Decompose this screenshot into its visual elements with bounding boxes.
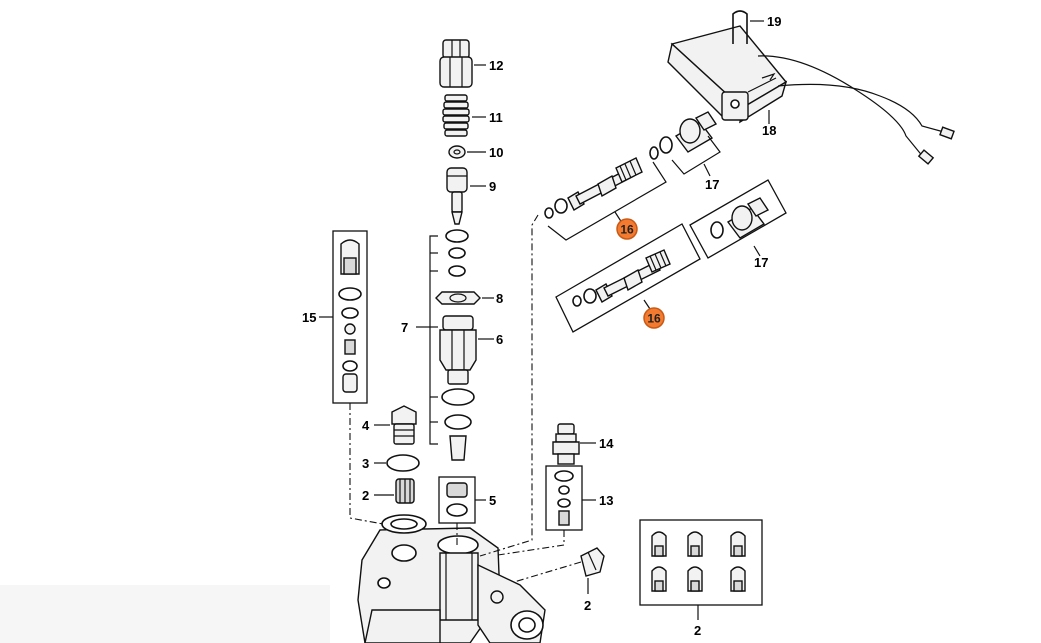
label-15: 15 xyxy=(302,310,316,325)
highlight-circle-lower[interactable] xyxy=(643,307,665,329)
label-11: 11 xyxy=(489,110,503,125)
part-2-valve-set xyxy=(651,531,746,592)
part-4-plug xyxy=(391,405,417,445)
part-16-piston-lower xyxy=(572,249,671,307)
label-10: 10 xyxy=(489,145,503,160)
label-18: 18 xyxy=(762,123,776,138)
label-2-box: 2 xyxy=(694,623,701,638)
label-2-plunger: 2 xyxy=(584,598,591,613)
label-12: 12 xyxy=(489,58,503,73)
part-17-valve-upper xyxy=(659,111,718,154)
label-2-upper: 2 xyxy=(362,488,369,503)
assembly-lines xyxy=(349,214,582,583)
callout-16-lower[interactable]: 16 xyxy=(643,307,665,329)
label-8: 8 xyxy=(496,291,503,306)
part-15-components xyxy=(338,239,362,393)
part-17-valve-lower-box xyxy=(689,179,787,259)
label-6: 6 xyxy=(496,332,503,347)
label-17-lower: 17 xyxy=(754,255,768,270)
part-8-hex-nut xyxy=(435,291,481,305)
part-5-components xyxy=(446,482,468,517)
part-9-valve-stem xyxy=(446,167,468,225)
part-13-components xyxy=(554,470,574,526)
part-16-piston-upper xyxy=(544,146,659,219)
label-13: 13 xyxy=(599,493,613,508)
cable-connector-1 xyxy=(939,126,955,140)
part-2-valve-set-box xyxy=(639,519,763,606)
part-7-seal-kit xyxy=(441,229,475,461)
part-19-clip xyxy=(732,10,748,44)
label-14: 14 xyxy=(599,436,614,451)
label-17-upper: 17 xyxy=(705,177,719,192)
part-3-o-ring xyxy=(386,454,420,472)
cable-connector-2 xyxy=(917,149,935,165)
part-18-pressure-switch xyxy=(667,25,788,124)
part-17-valve-lower xyxy=(710,197,770,239)
callout-16-upper[interactable]: 16 xyxy=(616,218,638,240)
part-2-check-valve-lower xyxy=(580,547,605,577)
part-12-cap-nut xyxy=(439,39,473,88)
label-9: 9 xyxy=(489,179,496,194)
fade-area xyxy=(0,585,330,643)
part-10-washer xyxy=(448,145,466,159)
label-5: 5 xyxy=(489,493,496,508)
part-6-valve-body xyxy=(439,315,477,385)
label-16-lower[interactable]: 16 xyxy=(647,312,661,326)
label-3: 3 xyxy=(362,456,369,471)
label-16-upper[interactable]: 16 xyxy=(620,223,634,237)
label-7: 7 xyxy=(401,320,408,335)
pump-manifold-body xyxy=(357,514,546,643)
part-14-fitting xyxy=(552,423,580,465)
switch-cable xyxy=(777,83,945,133)
label-19: 19 xyxy=(767,14,781,29)
label-4: 4 xyxy=(362,418,370,433)
switch-cable-2 xyxy=(757,55,925,159)
part-2-check-valve-upper xyxy=(395,478,415,504)
highlight-circle-upper[interactable] xyxy=(616,218,638,240)
part-11-spring xyxy=(442,94,470,137)
part-16-piston-lower-box xyxy=(555,223,701,333)
